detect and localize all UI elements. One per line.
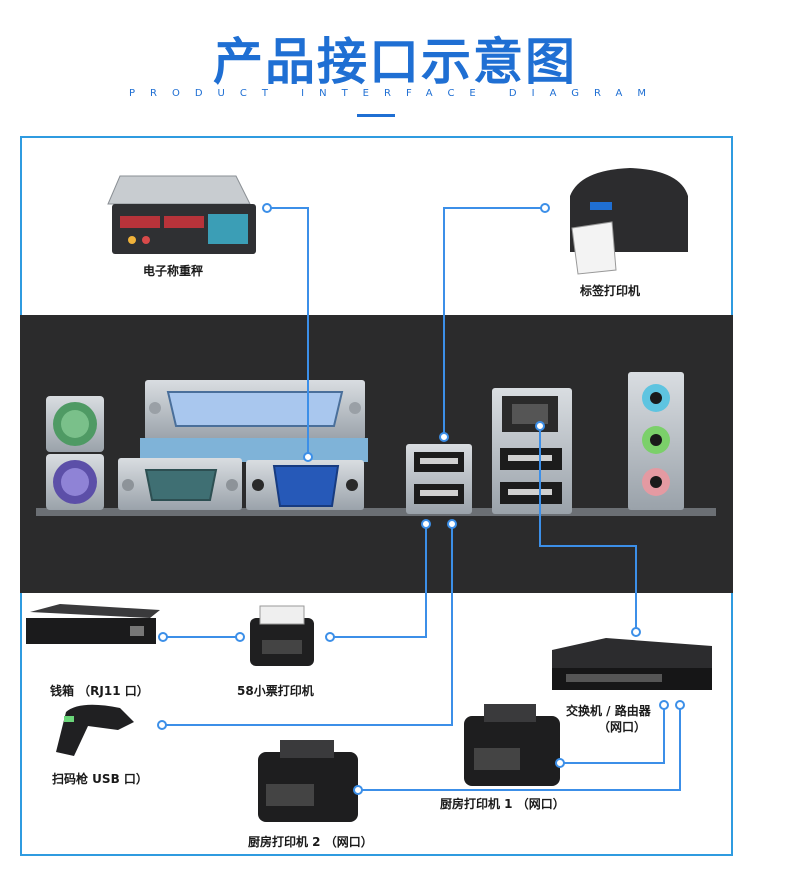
parallel-port-icon <box>140 380 368 462</box>
line-scanner-to-usb <box>162 524 453 726</box>
ps2-port-icon <box>46 396 104 510</box>
lan-usb-stack-icon <box>492 388 572 514</box>
serial-port-icon <box>118 458 242 510</box>
audio-jacks-icon <box>628 372 684 510</box>
kitchen-printer-1-icon <box>464 704 560 786</box>
line-labelprinter-to-usb <box>443 207 545 437</box>
line-lan-to-switch <box>539 426 637 632</box>
usb-ports-icon <box>406 444 472 514</box>
cash-drawer-icon <box>26 604 160 644</box>
title-underline <box>357 114 395 117</box>
page-title: 产品接口示意图 <box>213 33 577 91</box>
switch-label: 交换机 / 路由器 <box>566 704 651 718</box>
network-switch-icon <box>552 638 712 690</box>
kitchen-printer-2-icon <box>258 740 358 822</box>
label-printer-icon <box>570 168 688 275</box>
receipt-printer-icon <box>250 605 314 666</box>
receipt-printer-label: 58小票打印机 <box>237 684 314 698</box>
kitchen-printer-1-label: 厨房打印机 1 （网口） <box>440 797 565 811</box>
line-switch-to-kitchen-1 <box>560 705 665 764</box>
kitchen-printer-2-label: 厨房打印机 2 （网口） <box>248 835 373 849</box>
line-receipt-to-usb <box>330 524 427 638</box>
label-printer-label: 标签打印机 <box>580 284 641 298</box>
cash-drawer-label: 钱箱 （RJ11 口） <box>50 684 149 698</box>
switch-label-port: （网口） <box>598 720 647 734</box>
connection-nodes <box>157 203 685 795</box>
line-scale-to-vga <box>267 207 309 457</box>
io-backplate <box>36 508 716 516</box>
page-subtitle: PRODUCT INTERFACE DIAGRAM <box>129 88 661 99</box>
electronic-scale-icon <box>107 175 256 254</box>
scanner-label: 扫码枪 USB 口） <box>52 772 148 786</box>
barcode-scanner-icon <box>56 704 134 756</box>
line-switch-to-kitchen-2 <box>358 705 681 791</box>
vga-port-icon <box>246 460 364 510</box>
connection-lines <box>162 207 681 791</box>
scale-label: 电子称重秤 <box>143 264 204 278</box>
